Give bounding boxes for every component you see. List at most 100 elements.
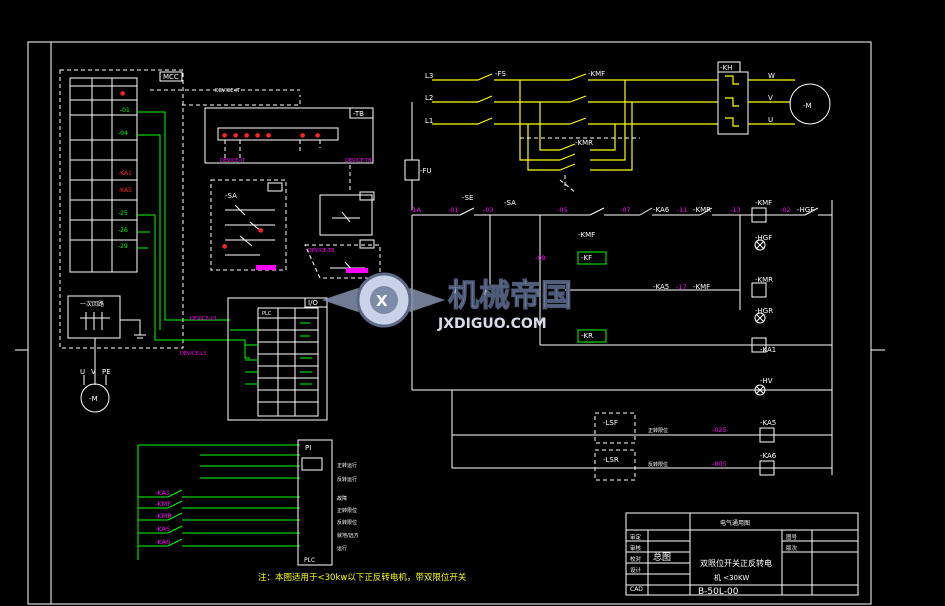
version-label: 版次 — [786, 544, 798, 552]
power-circuit: L3 L2 L1 -FS -KMF -KMR -KH W V — [404, 61, 831, 210]
row-jiaodui: 校对 — [630, 555, 642, 563]
lsf-note: 正转限位 — [648, 427, 668, 434]
row-shenhe: 审核 — [630, 544, 642, 552]
inner-frame — [50, 41, 872, 605]
plc-out-1: 反转运行 — [337, 476, 357, 483]
terminal-block-label: -TB — [353, 110, 364, 118]
label-kmr-coil: -KMR — [755, 276, 773, 284]
main-motor-label: -M — [803, 102, 812, 110]
svg-text:●: ● — [222, 243, 227, 250]
kmf-label: -KMF — [588, 70, 605, 78]
title-line-1: 双限位开关正反转电 — [700, 558, 772, 568]
label-ka6: -KA6 — [653, 206, 670, 214]
svg-text:DEVICE-L3: DEVICE-L3 — [190, 316, 216, 322]
breaker-label: -FS — [495, 70, 506, 78]
limit-switch-lsf — [594, 412, 636, 444]
label-kr: -KR — [581, 332, 593, 340]
label-kf: -KF — [581, 254, 592, 262]
svg-text:X: X — [376, 292, 388, 310]
svg-text:●: ● — [300, 132, 305, 139]
phase-l3: L3 — [425, 72, 433, 80]
label-kmf-aux: -KMF — [578, 231, 595, 239]
plc-out-5: 就地/远方 — [337, 532, 359, 539]
aux-contacts: DEVICE-TB — [304, 191, 381, 279]
lamp-hgr — [754, 312, 766, 324]
meter-box: 一次回路 — [67, 295, 146, 339]
row-cad: CAD — [630, 586, 643, 593]
io-box-sub: PLC — [262, 311, 272, 317]
svg-text:●: ● — [244, 132, 249, 139]
limit-switch-lsr — [594, 449, 636, 481]
label-hv: -HV — [760, 377, 773, 385]
row-sheji: 设计 — [630, 566, 642, 574]
watermark-cn: 机械帝国 — [448, 278, 572, 314]
svg-text:-KA1: -KA1 — [118, 170, 132, 177]
plc-wiring: -KA1 -KMF -KMR -KA5 -KA6 PI PLC 正转运行 反转运… — [137, 439, 359, 566]
node-13: -13 — [730, 206, 741, 214]
meter-box-label: 一次回路 — [80, 300, 104, 308]
label-se: -SE — [462, 194, 473, 202]
svg-text:DEVICE-TB: DEVICE-TB — [345, 158, 372, 164]
label-ka5: -KA5 — [653, 283, 669, 291]
svg-text:●: ● — [120, 90, 125, 97]
coil-kmr — [751, 282, 767, 298]
label-ka1: -KA1 — [760, 346, 776, 354]
svg-text:●: ● — [233, 132, 238, 139]
node-11: -11 — [677, 206, 688, 214]
plc-out-3: 正转限位 — [337, 507, 357, 514]
title-line-2: 机 <30KW — [714, 573, 749, 582]
coil-kmf — [751, 207, 767, 223]
small-motor-term-v: V — [91, 368, 96, 376]
small-motor-label: -M — [89, 395, 98, 403]
lsr-note: 反转限位 — [648, 461, 668, 468]
node-07: -07 — [620, 206, 631, 214]
label-hgf-top: -HGF — [797, 206, 814, 214]
plc-out-4: 反转限位 — [337, 519, 357, 526]
drawing-no-label: 图号 — [786, 533, 798, 541]
svg-text:DEVICE-IT: DEVICE-IT — [220, 158, 246, 164]
svg-text:DEVICE-TB: DEVICE-TB — [308, 248, 335, 254]
terminal-block: -TB ●●● ●●●● DEVICE-IT DEVICE-TB — [204, 107, 374, 190]
plc-out-6: 运行 — [337, 545, 347, 552]
plc-out-0: 正转运行 — [337, 462, 357, 469]
plc-in-ka5: -KA5 — [155, 525, 170, 533]
node-03: -03 — [483, 206, 494, 214]
node-02: -02 — [780, 206, 791, 214]
plc-in-ka1: -KA1 — [155, 489, 170, 497]
plc-in-ka6: -KA6 — [155, 538, 170, 546]
label-kmf-coil: -KMF — [755, 199, 772, 207]
plc-out-2: 故障 — [337, 495, 347, 502]
node-05: -05 — [557, 206, 568, 214]
row-shending: 审定 — [630, 533, 642, 541]
title-header: 电气通用图 — [720, 519, 750, 527]
coil-ka1 — [751, 337, 767, 353]
svg-text:-KA5: -KA5 — [118, 187, 132, 194]
title-main: 总图 — [653, 551, 671, 563]
label-ka5-coil: -KA5 — [760, 419, 776, 427]
motor-term-w: W — [768, 72, 775, 80]
node-1a: -1A — [410, 206, 421, 214]
svg-text:DEVICE-IT: DEVICE-IT — [215, 88, 241, 94]
lamp-hv — [754, 384, 766, 396]
selector-label: -SA — [225, 192, 237, 200]
label-lsr: -LSR — [603, 456, 619, 464]
node-025: -025 — [712, 426, 727, 434]
mcc-panel: MCC ●-01 -04-KA1 -KA5-25 -26-29 DEVICE-I… — [59, 69, 301, 359]
label-sa: -SA — [504, 199, 516, 207]
svg-text:DEVICE-L5: DEVICE-L5 — [180, 351, 206, 357]
overload-label: -KH — [720, 64, 732, 72]
title-block: 电气通用图 审定 审核 校对 设计 CAD 总图 双限位开关正反转电 机 <30… — [625, 512, 859, 597]
node-805: -805 — [712, 460, 727, 468]
small-motor: U V PE -M — [80, 338, 111, 413]
svg-text:●: ● — [258, 227, 263, 234]
drawing-code: B-50L-00 — [698, 587, 739, 597]
phase-l2: L2 — [425, 94, 433, 102]
node-09: -09 — [535, 254, 546, 262]
drawing-note: 注：本图适用于<30kw以下正反转电机，带双限位开关 — [258, 572, 467, 583]
label-lsf: -LSF — [603, 419, 618, 427]
label-hgr: -HGR — [755, 307, 773, 315]
phase-l1: L1 — [425, 117, 433, 125]
plc-title: PI — [305, 444, 311, 452]
svg-text:-29: -29 — [118, 243, 128, 250]
svg-text:●: ● — [222, 132, 227, 139]
